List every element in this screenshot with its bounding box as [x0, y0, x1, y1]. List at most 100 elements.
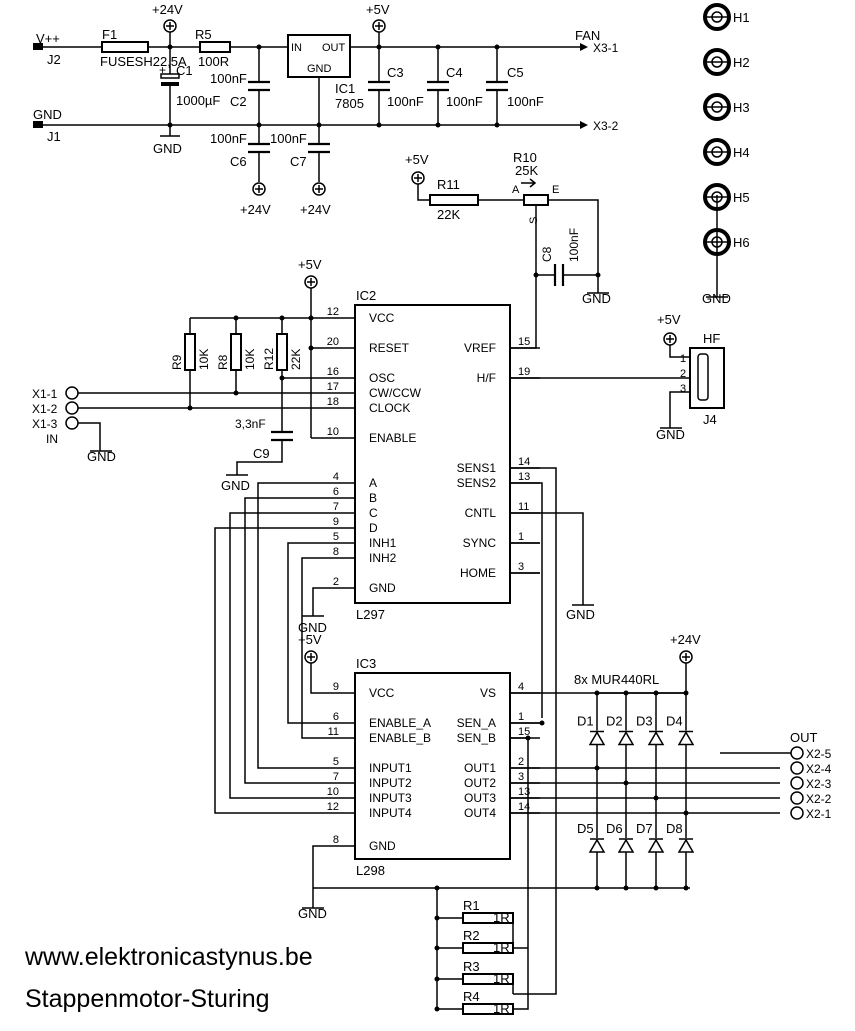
out-pin-label: X2-1 [806, 807, 832, 821]
resistor-r11 [429, 194, 479, 206]
ic3-body [354, 672, 511, 860]
r8-value: 10K [243, 349, 257, 370]
gnd-c9-label: GND [221, 478, 250, 493]
r5-value: 100R [198, 54, 229, 69]
pin-name: B [369, 491, 377, 505]
sense-label: R1 [463, 898, 480, 913]
diode-d8: D8 [666, 813, 695, 888]
sense-value: 1R [493, 1001, 510, 1016]
sense-value: 1R [493, 940, 510, 955]
pin-number: 13 [518, 786, 530, 798]
out-connector: X2-5X2-4X2-3X2-2X2-1 [720, 746, 832, 821]
r12-label: R12 [262, 348, 276, 370]
pin-name: VCC [369, 311, 395, 325]
diode-d7: D7 [636, 798, 665, 888]
sense-label: R4 [463, 989, 480, 1004]
pin-name: HOME [460, 566, 496, 580]
r9-label: R9 [170, 354, 184, 370]
plus5-ic3-label: +5V [298, 632, 322, 647]
diode-d4: D4 [666, 693, 695, 813]
plus24-c6-label: +24V [240, 202, 271, 217]
pin-number: 5 [333, 756, 339, 768]
c6-value: 100nF [210, 131, 247, 146]
mounting-hole-1: H1 [703, 3, 750, 31]
reg-in-label: IN [291, 42, 302, 54]
hf-label: HF [703, 331, 720, 346]
pin-name: INH2 [369, 551, 397, 565]
pin-hf: 19H/F [477, 366, 540, 385]
pin-number: 7 [333, 771, 339, 783]
pin-number: 13 [518, 471, 530, 483]
hole-label: H4 [733, 145, 750, 160]
pin-name: A [369, 476, 377, 490]
plus24-vs-label: +24V [670, 632, 701, 647]
ic3-ref: IC3 [356, 656, 376, 671]
pin-name: VCC [369, 686, 395, 700]
resistor-r9 [184, 333, 196, 371]
x3-2-arrow [580, 121, 588, 129]
j2-vpp-label: V++ [36, 31, 60, 46]
pin-name: CNTL [465, 506, 497, 520]
pin-name: OUT3 [464, 791, 496, 805]
x3-1-label: X3-1 [593, 41, 619, 55]
resistor-r5 [199, 41, 231, 53]
hole-label: H1 [733, 10, 750, 25]
pin-number: 4 [518, 681, 524, 693]
pin-number: 4 [333, 471, 339, 483]
pin-number: 1 [518, 531, 524, 543]
diode-d5: D5 [577, 768, 606, 888]
pin-number: 19 [518, 366, 530, 378]
c1-label: C1 [176, 63, 193, 78]
diode-d6: D6 [606, 783, 635, 888]
fuse-f1 [101, 41, 149, 53]
c1-value: 1000µF [176, 93, 220, 108]
c9-label: C9 [253, 446, 270, 461]
pin-name: ENABLE_A [369, 716, 431, 730]
diode-d3: D3 [636, 693, 665, 798]
gnd-c8-label: GND [582, 291, 611, 306]
pin-number: 15 [518, 336, 530, 348]
mounting-hole-6: H6 [703, 228, 750, 256]
pin-number: 17 [327, 381, 339, 393]
ic3-part: L298 [356, 863, 385, 878]
pin-name: INPUT3 [369, 791, 412, 805]
hf-connector: +5V HF J4 1 2 3 GND [510, 312, 725, 442]
c5-label: C5 [507, 65, 524, 80]
pin-number: 12 [327, 801, 339, 813]
pin-number: 12 [327, 306, 339, 318]
r10-pin-e: E [552, 184, 559, 196]
j4-label: J4 [703, 412, 717, 427]
pin-name: ENABLE [369, 431, 416, 445]
pin-number: 1 [518, 711, 524, 723]
pin-input2: 7 INPUT2 [333, 771, 412, 790]
hole-label: H6 [733, 235, 750, 250]
diode-label: D1 [577, 714, 594, 729]
pin-name: INPUT1 [369, 761, 412, 775]
pin-name: RESET [369, 341, 410, 355]
j1-pad [33, 121, 43, 128]
pin-name: INPUT2 [369, 776, 412, 790]
pin-name: SENS2 [457, 476, 497, 490]
pin-name: VREF [464, 341, 496, 355]
c7-value: 100nF [270, 131, 307, 146]
regulator-ic1 [287, 34, 351, 78]
sense-value: 1R [493, 971, 510, 986]
r10-pin-a: A [512, 184, 520, 196]
pin-name: SENS1 [457, 461, 497, 475]
pin-number: 2 [518, 756, 524, 768]
x3-1-arrow [580, 43, 588, 51]
ic2-body [354, 304, 511, 604]
c3-value: 100nF [387, 94, 424, 109]
